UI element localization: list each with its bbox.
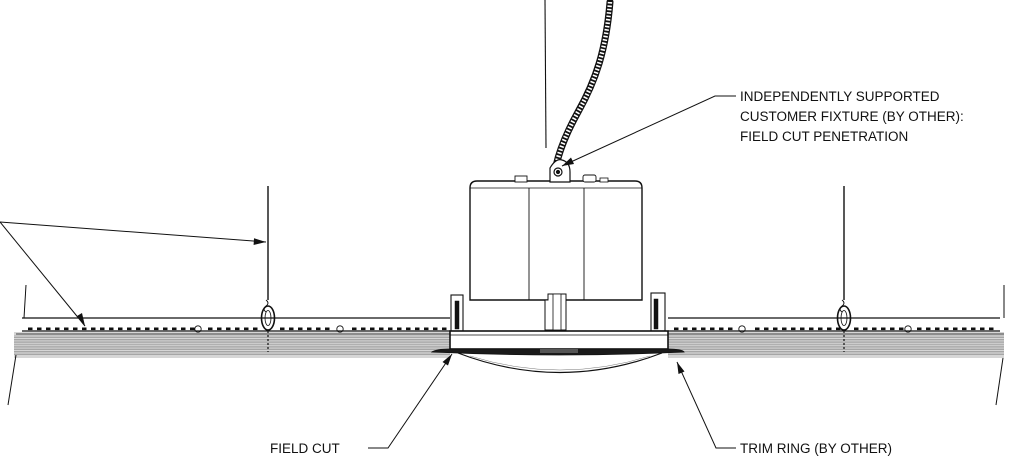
ceiling-tile-left (14, 332, 450, 358)
ceiling-grid-rail-right (668, 317, 1004, 335)
leader-field-cut (368, 353, 453, 449)
ceiling-grid-rail-left (16, 317, 450, 335)
support-wire (544, 0, 547, 149)
field-cut-label: FIELD CUT (270, 441, 340, 456)
hanger-wire-left (260, 186, 276, 352)
mounting-clip-left (450, 294, 464, 332)
leader-wire-callout (0, 221, 267, 327)
fixture-callout-line-3: FIELD CUT PENETRATION (740, 129, 908, 144)
fixture-callout-line-1: INDEPENDENTLY SUPPORTED (740, 89, 940, 104)
leader-trim-ring (676, 361, 736, 449)
fixture-callout-line-2: CUSTOMER FIXTURE (BY OTHER): (740, 109, 964, 124)
fixture-lens (457, 352, 663, 374)
break-lines (7, 284, 1005, 406)
fixture-housing (469, 159, 643, 331)
trim-ring (430, 330, 685, 356)
ceiling-tile-right (668, 332, 1004, 358)
fixture-callout: INDEPENDENTLY SUPPORTED CUSTOMER FIXTURE… (740, 89, 964, 144)
hanger-wire-right (836, 186, 852, 352)
mounting-clip-right (650, 292, 666, 332)
trim-ring-label: TRIM RING (BY OTHER) (740, 441, 892, 456)
flexible-conduit (552, 0, 614, 170)
leader-fixture-callout (561, 95, 736, 167)
